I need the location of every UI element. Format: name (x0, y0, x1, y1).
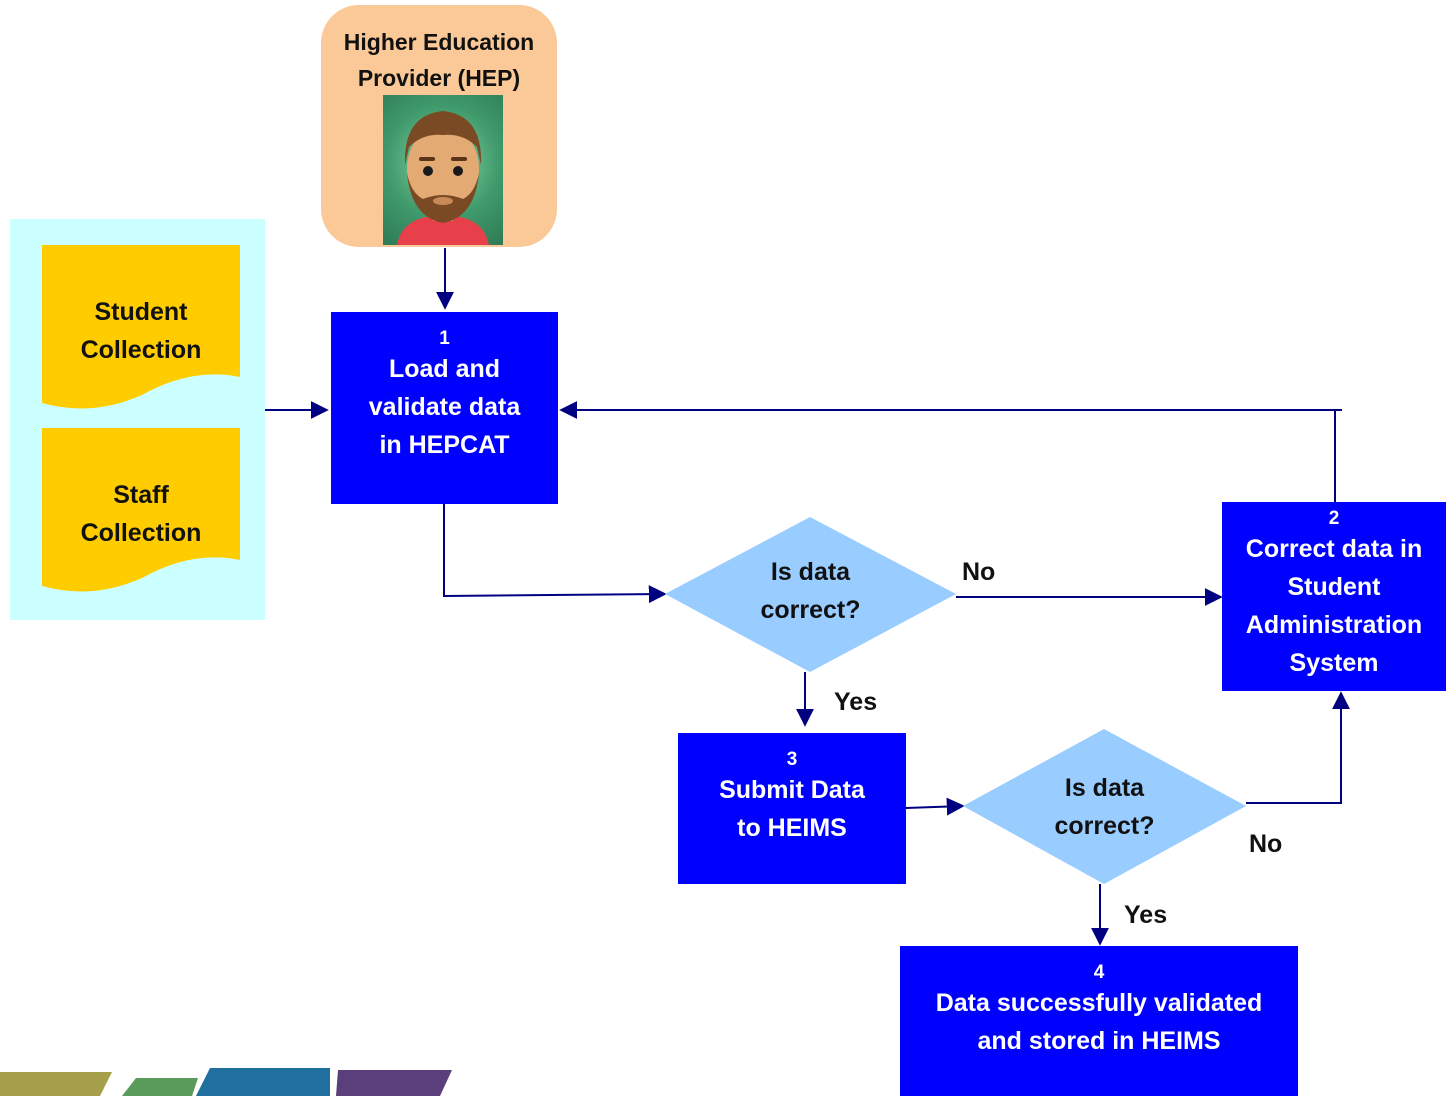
decision-2-is-data-correct: Is data correct? (963, 729, 1246, 884)
staff-collection-label: Staff Collection (80, 481, 202, 547)
student-collection-label: Student Collection (80, 298, 202, 364)
decision-2-label: Is data correct? (1054, 774, 1155, 840)
decision-1-label: Is data correct? (760, 558, 861, 624)
organisation-logo (0, 1068, 452, 1096)
decision-2-no-label: No (1249, 830, 1283, 858)
arrow-decision2-no-to-step2 (1246, 691, 1350, 804)
step-1-load-validate: 1 Load and validate data in HEPCAT (331, 312, 558, 504)
diamond-shape (665, 517, 956, 672)
decision-2-yes-label: Yes (1124, 901, 1168, 929)
diamond-shape (963, 729, 1246, 884)
step-4-data-stored: 4 Data successfully validated and stored… (900, 946, 1298, 1096)
step-3-submit-data: 3 Submit Data to HEIMS (678, 733, 906, 884)
document-icon (42, 428, 240, 592)
arrow-step3-to-decision2 (905, 797, 965, 816)
person-avatar-icon (397, 111, 489, 245)
actor-label: Higher Education Provider (HEP) (343, 29, 535, 91)
step-2-correct-data: 2 Correct data in Student Administration… (1222, 502, 1446, 691)
document-icon (42, 245, 240, 409)
avatar (383, 95, 503, 245)
decision-1-is-data-correct: Is data correct? (665, 517, 956, 672)
arrow-step1-to-decision1 (443, 504, 667, 604)
decision-1-yes-label: Yes (834, 688, 878, 716)
arrow-step2-to-step1 (559, 401, 1342, 502)
decision-1-no-label: No (962, 558, 996, 586)
